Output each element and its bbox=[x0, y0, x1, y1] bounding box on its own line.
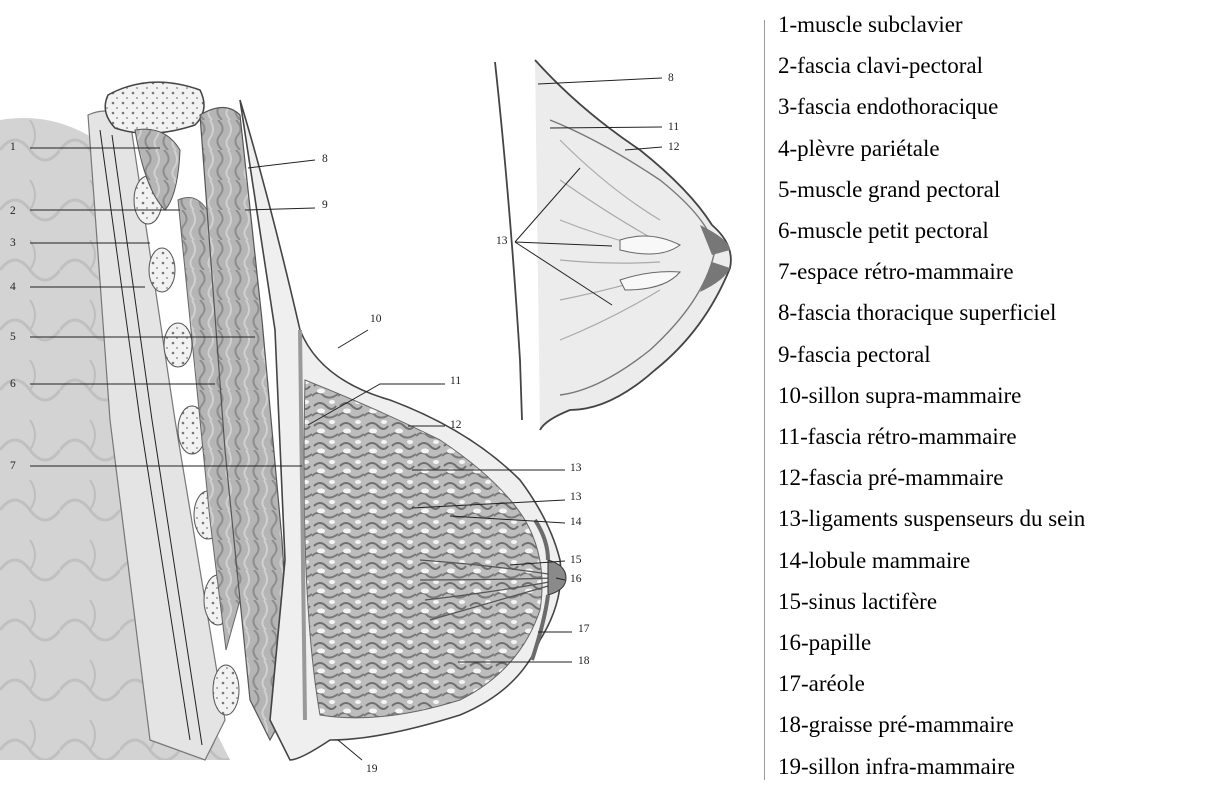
legend-item: 12-fascia pré-mammaire bbox=[778, 457, 1085, 498]
legend-item: 18-graisse pré-mammaire bbox=[778, 704, 1085, 745]
legend-item: 1-muscle subclavier bbox=[778, 4, 1085, 45]
legend-list: 1-muscle subclavier 2-fascia clavi-pecto… bbox=[778, 4, 1085, 787]
inset-diagram: 8 11 12 13 bbox=[495, 60, 731, 430]
legend-item: 14-lobule mammaire bbox=[778, 540, 1085, 581]
callout-number: 1 bbox=[10, 141, 16, 153]
callout-number: 15 bbox=[570, 554, 582, 566]
legend-item: 6-muscle petit pectoral bbox=[778, 210, 1085, 251]
legend-item: 3-fascia endothoracique bbox=[778, 86, 1085, 127]
callout-number: 17 bbox=[578, 623, 590, 635]
legend-item: 16-papille bbox=[778, 622, 1085, 663]
legend-divider bbox=[764, 20, 765, 780]
legend-item: 2-fascia clavi-pectoral bbox=[778, 45, 1085, 86]
callout-number: 18 bbox=[578, 655, 590, 667]
callout-number: 14 bbox=[570, 516, 582, 528]
callout-number: 11 bbox=[450, 375, 461, 387]
legend-item: 10-sillon supra-mammaire bbox=[778, 375, 1085, 416]
callout-number: 12 bbox=[668, 141, 680, 153]
callout-number: 2 bbox=[10, 205, 16, 217]
callout-number: 13 bbox=[496, 235, 508, 247]
legend-item: 11-fascia rétro-mammaire bbox=[778, 416, 1085, 457]
callout-number: 13 bbox=[570, 462, 582, 474]
callout-number: 13 bbox=[570, 491, 582, 503]
callout-number: 19 bbox=[366, 763, 378, 775]
callout-number: 11 bbox=[668, 121, 679, 133]
legend-item: 8-fascia thoracique superficiel bbox=[778, 292, 1085, 333]
legend-item: 9-fascia pectoral bbox=[778, 334, 1085, 375]
legend-item: 7-espace rétro-mammaire bbox=[778, 251, 1085, 292]
callout-number: 5 bbox=[10, 331, 16, 343]
callout-number: 4 bbox=[10, 281, 16, 293]
callout-number: 8 bbox=[322, 153, 328, 165]
legend-item: 15-sinus lactifère bbox=[778, 581, 1085, 622]
callout-number: 8 bbox=[668, 72, 674, 84]
legend-item: 19-sillon infra-mammaire bbox=[778, 746, 1085, 787]
legend-item: 13-ligaments suspenseurs du sein bbox=[778, 498, 1085, 539]
callout-number: 6 bbox=[10, 378, 16, 390]
callout-number: 16 bbox=[570, 573, 582, 585]
legend-item: 5-muscle grand pectoral bbox=[778, 169, 1085, 210]
clavicle bbox=[105, 82, 204, 133]
callout-number: 12 bbox=[450, 419, 462, 431]
callout-number: 7 bbox=[10, 460, 16, 472]
nipple bbox=[548, 560, 566, 595]
callout-number: 9 bbox=[322, 199, 328, 211]
legend-item: 4-plèvre pariétale bbox=[778, 128, 1085, 169]
callout-number: 10 bbox=[370, 313, 382, 325]
callout-number: 3 bbox=[10, 237, 16, 249]
main-section bbox=[0, 82, 566, 760]
legend-item: 17-aréole bbox=[778, 663, 1085, 704]
